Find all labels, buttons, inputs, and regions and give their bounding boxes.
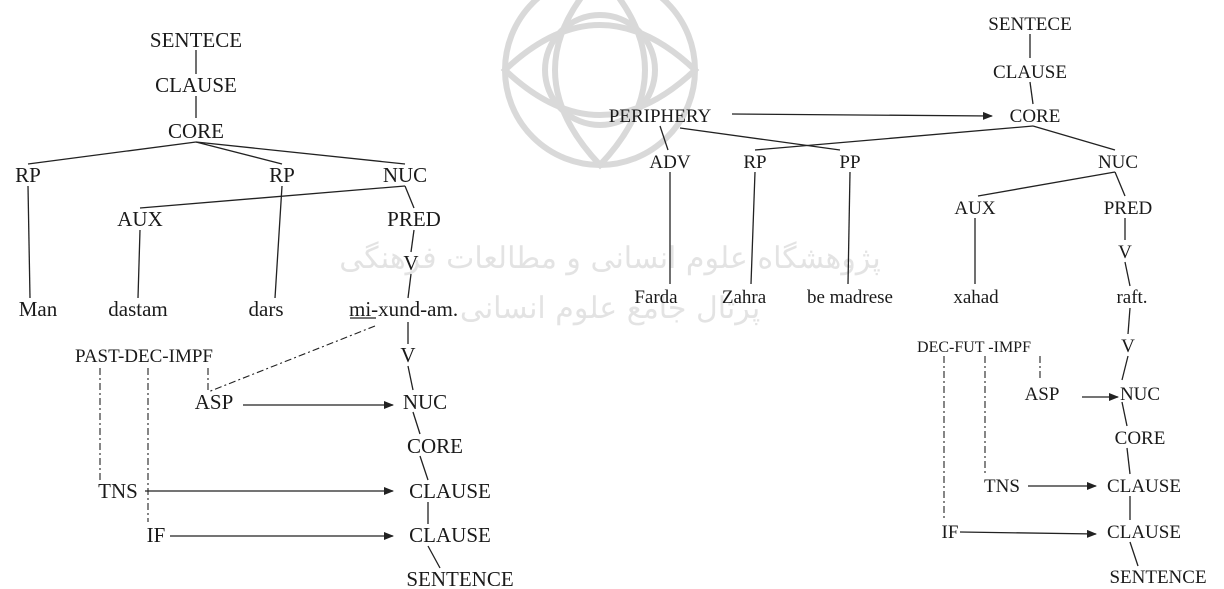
node-asp-left: ASP (195, 390, 234, 414)
operators-right: DEC-FUT -IMPF (917, 339, 1031, 356)
node-core-top-left: CORE (168, 119, 224, 143)
node-adv: ADV (649, 152, 690, 173)
edge-nuc-aux-left (139, 185, 406, 209)
left-tree: SENTECE CLAUSE CORE RP RP NUC AUX PRED V… (15, 28, 514, 589)
edge-core-rp1-left (27, 141, 197, 165)
node-sentence-top-right: SENTECE (988, 14, 1071, 35)
edge-core-nuc-left (195, 141, 406, 165)
edge-core-clause-bottom-left (419, 455, 429, 481)
node-core-bottom-right: CORE (1115, 428, 1166, 449)
node-if-right: IF (942, 522, 959, 543)
word-dars: dars (249, 297, 284, 321)
edge-v-verb-left (407, 273, 412, 299)
edge-aux-dastam (137, 229, 141, 299)
edge-v-nuc-bottom-right (1121, 355, 1129, 381)
node-asp-right: ASP (1025, 384, 1060, 405)
edge-rp-zahra (750, 171, 756, 285)
node-rp2-left: RP (269, 163, 295, 187)
word-verb-left: mi-xund-am. (349, 297, 458, 321)
edge-nuc-aux-right (977, 171, 1116, 197)
node-core-top-right: CORE (1010, 106, 1061, 127)
word-man: Man (19, 297, 58, 321)
word-zahra: Zahra (722, 287, 767, 308)
edge-core-clause-bottom-right (1126, 447, 1131, 475)
node-periphery: PERIPHERY (609, 106, 712, 127)
node-sentence-bottom-left: SENTENCE (406, 567, 513, 589)
watermark-text-line2: پرتال جامع علوم انسانی (460, 291, 760, 326)
node-tns-right: TNS (984, 476, 1020, 497)
edge-pp-madrese (847, 171, 851, 285)
node-v-bottom-right: V (1121, 336, 1135, 357)
node-rp-right: RP (743, 152, 766, 173)
edge-pred-v-left (410, 229, 415, 253)
node-aux-right: AUX (954, 198, 995, 219)
node-v-top-right: V (1118, 242, 1132, 263)
edge-core-rp-right (754, 125, 1034, 151)
node-nuc-bottom-right: NUC (1120, 384, 1160, 405)
word-mi: mi (349, 297, 371, 321)
watermark-text-line1: پژوهشگاه علوم انسانی و مطالعات فرهنگی (339, 241, 881, 276)
node-v-top-left: V (403, 251, 418, 275)
node-clause-top-right: CLAUSE (993, 62, 1067, 83)
node-tns-left: TNS (98, 479, 138, 503)
node-v-bottom-left: V (400, 343, 415, 367)
edge-nuc-core-bottom-left (412, 411, 421, 435)
word-verb-rest: -xund-am. (371, 297, 458, 321)
word-raft: raft. (1116, 287, 1147, 308)
node-nuc-bottom-left: NUC (403, 390, 447, 414)
word-farda: Farda (634, 287, 678, 308)
word-be-madrese: be madrese (807, 287, 893, 308)
edge-periphery-pp (679, 127, 841, 151)
edge-v-raft (1124, 261, 1131, 287)
node-pp: PP (839, 152, 860, 173)
watermark-emblem (500, 0, 700, 170)
edge-nuc-core-bottom-right (1121, 401, 1128, 427)
edge-nuc-pred-right (1114, 171, 1126, 197)
node-nuc-top-right: NUC (1098, 152, 1138, 173)
edge-rp1-man (27, 185, 31, 299)
word-xahad: xahad (953, 287, 999, 308)
dash-mi-asp (207, 325, 376, 393)
edge-clause-sentence-left (427, 545, 441, 569)
node-clause-top-left: CLAUSE (155, 73, 237, 97)
edge-nuc-pred-left (404, 185, 415, 209)
node-pred-right: PRED (1104, 198, 1153, 219)
node-clause-if-left: CLAUSE (409, 523, 491, 547)
node-sentence-bottom-right: SENTENCE (1109, 567, 1206, 588)
edge-core-rp2-left (195, 141, 283, 165)
edge-raft-v-bottom (1127, 307, 1131, 335)
node-clause-tns-right: CLAUSE (1107, 476, 1181, 497)
node-if-left: IF (147, 523, 166, 547)
node-rp1-left: RP (15, 163, 41, 187)
word-dastam: dastam (108, 297, 167, 321)
edge-clause-sentence-right (1129, 541, 1139, 567)
operators-left: PAST-DEC-IMPF (75, 346, 213, 367)
node-clause-tns-left: CLAUSE (409, 479, 491, 503)
node-core-bottom-left: CORE (407, 434, 463, 458)
node-pred-left: PRED (387, 207, 441, 231)
edge-clause-core-right (1029, 81, 1034, 105)
node-sentence-top-left: SENTECE (150, 28, 242, 52)
edge-core-nuc-right (1032, 125, 1116, 151)
right-tree: SENTECE CLAUSE CORE PERIPHERY ADV RP PP … (609, 14, 1207, 588)
edge-periphery-adv (659, 125, 669, 151)
node-clause-if-right: CLAUSE (1107, 522, 1181, 543)
node-aux-left: AUX (117, 207, 163, 231)
edge-rp2-dars (274, 185, 283, 299)
edge-v-nuc-bottom-left (407, 365, 414, 391)
arrow-periphery-core (731, 111, 993, 120)
arrow-if-clause-right (959, 529, 1097, 538)
node-nuc-top-left: NUC (383, 163, 427, 187)
